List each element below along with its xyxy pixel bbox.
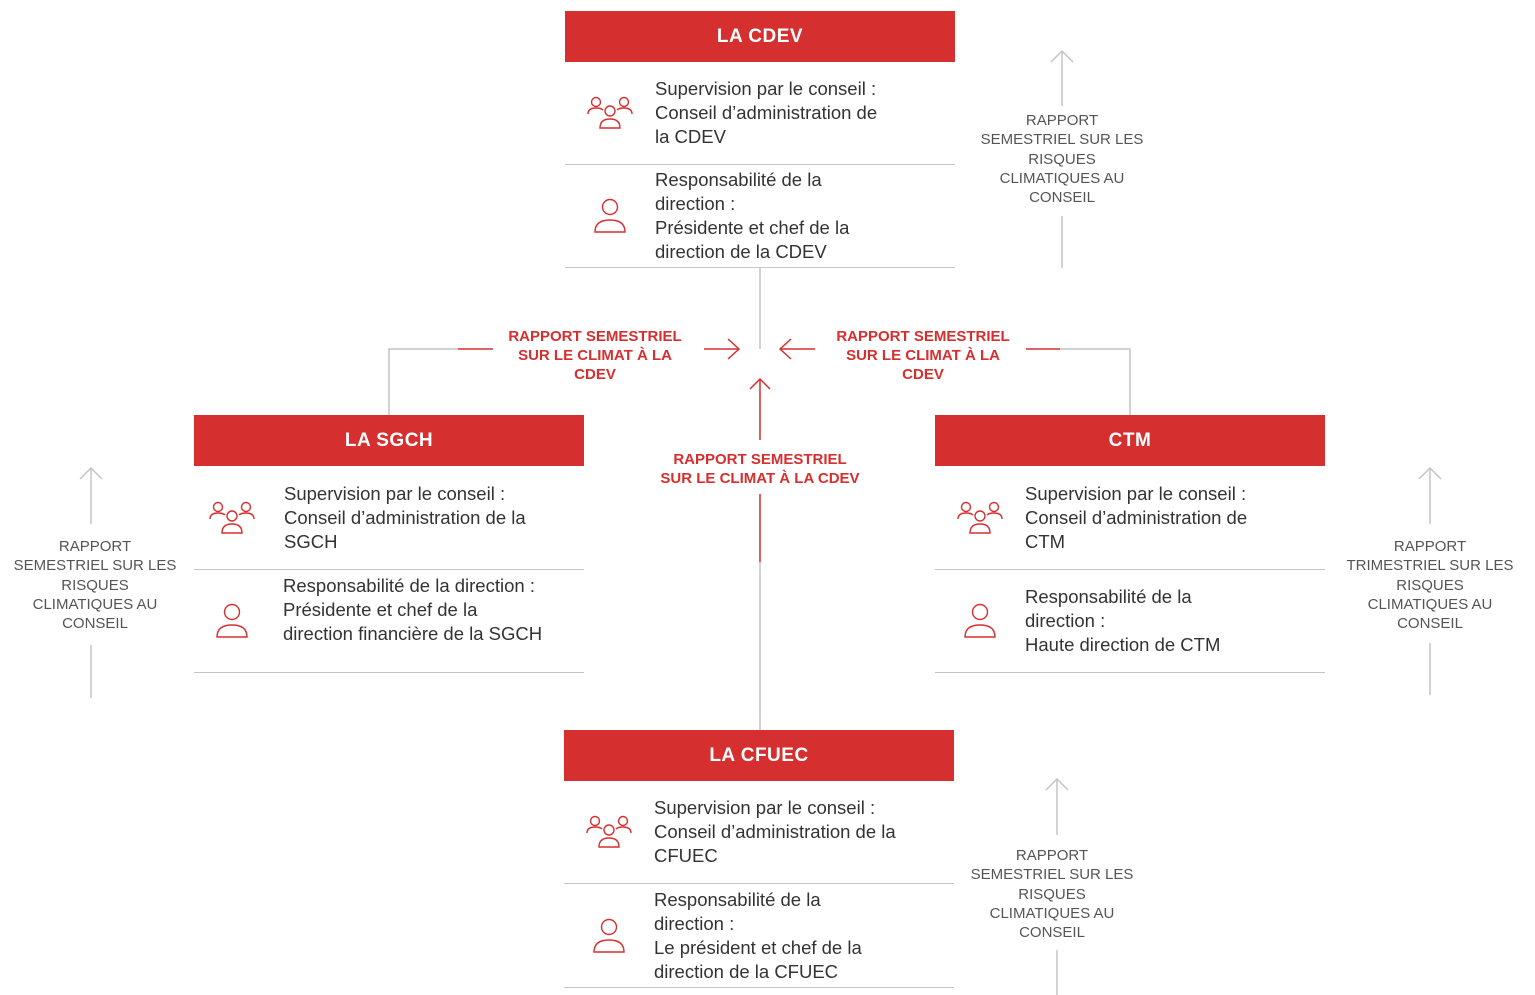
board-text: Supervision par le conseil : Conseil d’a… <box>654 797 896 866</box>
board-row: Supervision par le conseil : Conseil d’a… <box>564 781 954 884</box>
group-people-icon <box>194 500 270 536</box>
red-center-arrowhead <box>749 377 771 390</box>
person-icon <box>565 198 655 234</box>
board-row: Supervision par le conseil : Conseil d’a… <box>194 466 584 570</box>
box-title: LA SGCH <box>194 415 584 466</box>
group-people-icon <box>935 500 1025 536</box>
management-text: Responsabilité de la direction : Le prés… <box>654 888 862 982</box>
ctm-connector <box>1060 348 1131 415</box>
management-text: Responsabilité de la direction : Préside… <box>655 169 850 262</box>
side-label-sgch: RAPPORT SEMESTRIEL SUR LES RISQUES CLIMA… <box>13 538 177 633</box>
management-row: Responsabilité de la direction : Haute d… <box>935 570 1325 673</box>
box-title: LA CFUEC <box>564 730 954 781</box>
flow-label-left: RAPPORT SEMESTRIEL SUR LE CLIMAT À LA CD… <box>508 328 682 383</box>
board-text: Supervision par le conseil : Conseil d’a… <box>655 78 878 147</box>
side-label-cdev: RAPPORT SEMESTRIEL SUR LES RISQUES CLIMA… <box>980 112 1144 207</box>
group-people-icon <box>565 95 655 131</box>
side-label-cfuec: RAPPORT SEMESTRIEL SUR LES RISQUES CLIMA… <box>970 847 1134 942</box>
red-left-arrowhead <box>727 338 741 360</box>
group-people-icon <box>564 814 654 850</box>
management-row: Responsabilité de la direction : Préside… <box>194 570 584 673</box>
box-sgch: LA SGCH Supervision par le conseil : Con… <box>194 415 584 673</box>
management-row: Responsabilité de la direction : Le prés… <box>564 884 954 988</box>
box-cdev: LA CDEV Supervision par le conseil : Con… <box>565 11 955 268</box>
board-text: Supervision par le conseil : Conseil d’a… <box>1025 482 1248 552</box>
sgch-connector <box>388 348 458 415</box>
box-title: CTM <box>935 415 1325 466</box>
person-icon <box>194 603 270 639</box>
side-label-ctm: RAPPORT TRIMESTRIEL SUR LES RISQUES CLIM… <box>1346 538 1514 633</box>
management-text: Responsabilité de la direction : Préside… <box>283 575 543 644</box>
box-title: LA CDEV <box>565 11 955 62</box>
board-text: Supervision par le conseil : Conseil d’a… <box>284 482 526 552</box>
person-icon <box>564 918 654 954</box>
board-row: Supervision par le conseil : Conseil d’a… <box>565 62 955 165</box>
flow-label-right: RAPPORT SEMESTRIEL SUR LE CLIMAT À LA CD… <box>836 328 1010 383</box>
box-cfuec: LA CFUEC Supervision par le conseil : Co… <box>564 730 954 988</box>
person-icon <box>935 603 1025 639</box>
management-text: Responsabilité de la direction : Haute d… <box>1025 586 1221 655</box>
box-ctm: CTM Supervision par le conseil : Conseil… <box>935 415 1325 673</box>
flow-label-center: RAPPORT SEMESTRIEL SUR LE CLIMAT À LA CD… <box>660 451 860 487</box>
red-right-arrowhead <box>778 338 792 360</box>
board-row: Supervision par le conseil : Conseil d’a… <box>935 466 1325 570</box>
management-row: Responsabilité de la direction : Préside… <box>565 165 955 268</box>
